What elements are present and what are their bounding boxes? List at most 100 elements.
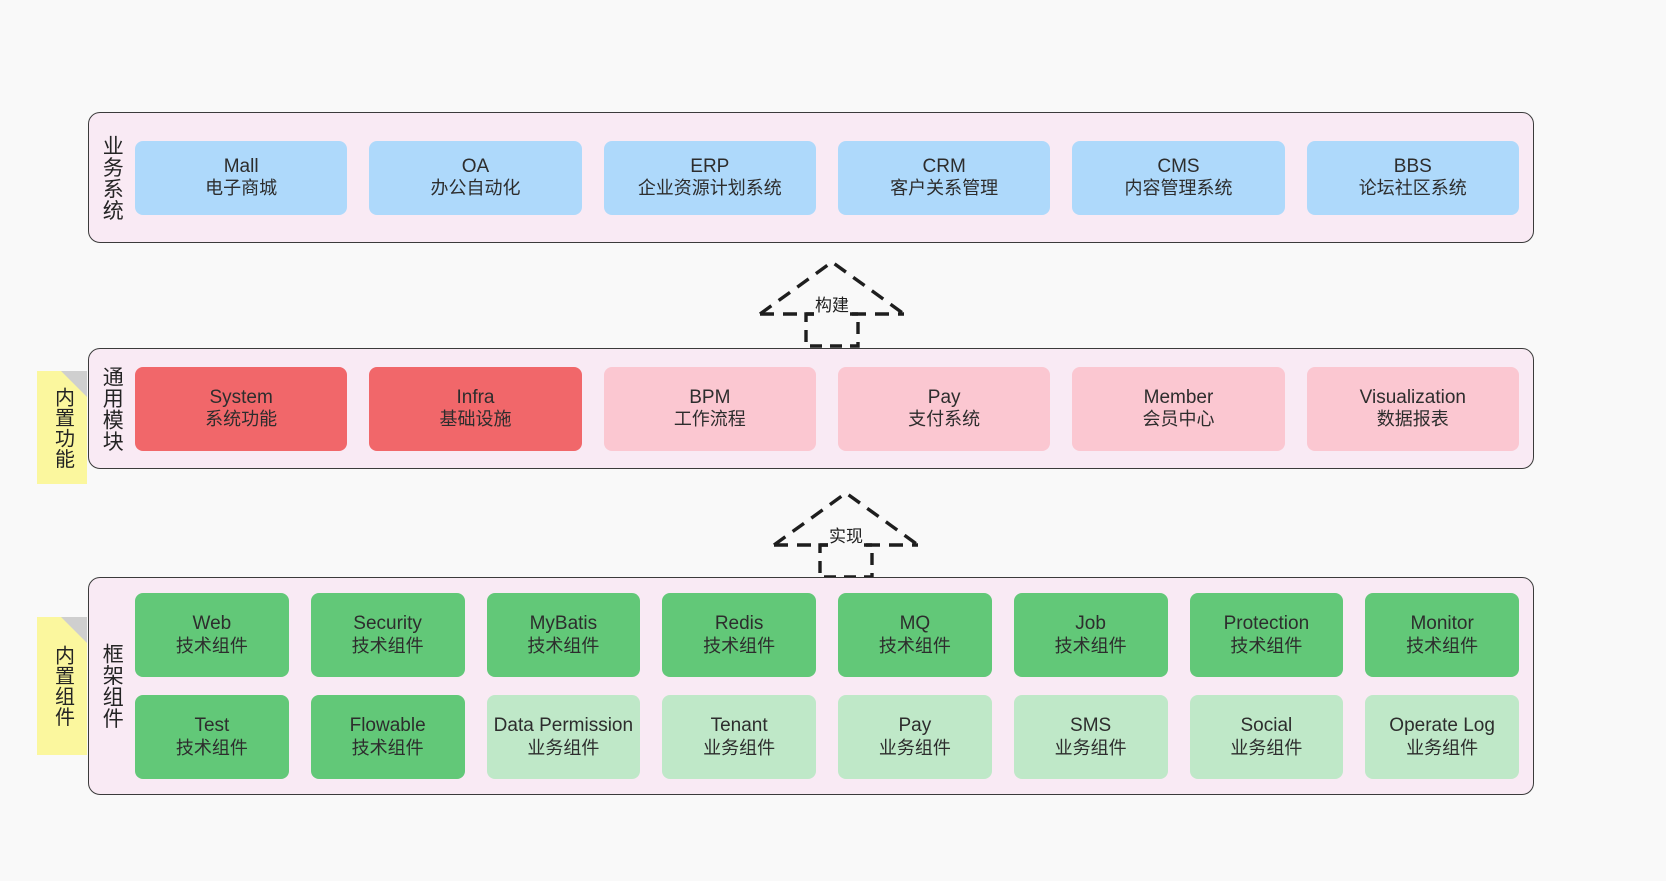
node-infra[interactable]: Infra 基础设施	[369, 366, 582, 451]
layer-body-framework: Web 技术组件 Security 技术组件 MyBatis 技术组件 Redi…	[133, 578, 1533, 794]
node-name: Infra	[456, 386, 495, 408]
node-mq[interactable]: MQ 技术组件	[838, 593, 992, 677]
node-desc: 业务组件	[1054, 737, 1127, 758]
connector-build: 构建	[752, 256, 912, 348]
node-pay-component[interactable]: Pay 业务组件	[838, 695, 992, 779]
node-desc: 系统功能	[205, 409, 278, 430]
node-name: BPM	[689, 386, 731, 408]
node-name: Redis	[714, 613, 764, 635]
connector-implement: 实现	[766, 487, 926, 579]
layer-body-modules: System 系统功能 Infra 基础设施 BPM 工作流程 Pay 支付系统…	[133, 349, 1533, 468]
node-member[interactable]: Member 会员中心	[1072, 366, 1285, 451]
node-desc: 办公自动化	[430, 178, 521, 199]
node-name: BBS	[1393, 155, 1432, 177]
node-desc: 技术组件	[1406, 635, 1479, 656]
node-name: System	[209, 386, 273, 408]
node-redis[interactable]: Redis 技术组件	[662, 593, 816, 677]
node-name: Security	[353, 613, 422, 635]
node-protection[interactable]: Protection 技术组件	[1189, 593, 1344, 677]
node-desc: 技术组件	[351, 635, 424, 656]
node-name: Pay	[898, 715, 932, 737]
node-name: SMS	[1070, 715, 1112, 737]
note-fold-corner-icon	[61, 617, 87, 643]
framework-tech-row: Web 技术组件 Security 技术组件 MyBatis 技术组件 Redi…	[135, 593, 1519, 677]
layer-common-modules: 通用模块 System 系统功能 Infra 基础设施 BPM 工作流程 Pay…	[88, 348, 1534, 469]
node-flowable[interactable]: Flowable 技术组件	[310, 695, 465, 779]
node-crm[interactable]: CRM 客户关系管理	[837, 140, 1051, 215]
layer-body-business: Mall 电子商城 OA 办公自动化 ERP 企业资源计划系统 CRM 客户关系…	[133, 113, 1533, 242]
node-desc: 业务组件	[703, 737, 776, 758]
node-bpm[interactable]: BPM 工作流程	[603, 366, 816, 451]
node-test[interactable]: Test 技术组件	[135, 695, 289, 779]
node-tenant[interactable]: Tenant 业务组件	[662, 695, 816, 779]
node-name: Job	[1075, 613, 1106, 635]
node-desc: 技术组件	[878, 635, 951, 656]
node-desc: 技术组件	[1230, 635, 1303, 656]
framework-business-row: Test 技术组件 Flowable 技术组件 Data Permission …	[135, 695, 1519, 779]
node-system[interactable]: System 系统功能	[135, 366, 348, 451]
business-systems-row: Mall 电子商城 OA 办公自动化 ERP 企业资源计划系统 CRM 客户关系…	[135, 140, 1519, 215]
node-name: Protection	[1223, 613, 1310, 635]
node-desc: 技术组件	[351, 737, 424, 758]
node-visualization[interactable]: Visualization 数据报表	[1306, 366, 1519, 451]
node-desc: 技术组件	[175, 635, 248, 656]
node-name: CMS	[1157, 155, 1200, 177]
note-builtin-features: 内置功能	[37, 371, 87, 484]
node-desc: 电子商城	[205, 178, 278, 199]
node-desc: 技术组件	[527, 635, 600, 656]
layer-title-modules: 通用模块	[100, 365, 124, 452]
node-name: OA	[461, 155, 490, 177]
node-desc: 工作流程	[673, 409, 746, 430]
node-web[interactable]: Web 技术组件	[135, 593, 289, 677]
node-name: MQ	[899, 613, 931, 635]
node-name: Data Permission	[493, 715, 634, 737]
node-sms[interactable]: SMS 业务组件	[1013, 695, 1168, 779]
node-desc: 会员中心	[1142, 409, 1215, 430]
node-name: Pay	[927, 386, 961, 408]
node-desc: 客户关系管理	[890, 178, 999, 199]
node-cms[interactable]: CMS 内容管理系统	[1072, 140, 1285, 215]
node-name: Flowable	[349, 715, 426, 737]
node-social[interactable]: Social 业务组件	[1189, 695, 1344, 779]
node-name: Test	[194, 715, 230, 737]
node-name: CRM	[922, 155, 966, 177]
note-label: 内置组件	[51, 645, 74, 727]
node-data-permission[interactable]: Data Permission 业务组件	[486, 695, 641, 779]
node-bbs[interactable]: BBS 论坛社区系统	[1306, 140, 1519, 215]
node-desc: 论坛社区系统	[1358, 178, 1467, 199]
node-erp[interactable]: ERP 企业资源计划系统	[603, 140, 816, 215]
layer-business-systems: 业务系统 Mall 电子商城 OA 办公自动化 ERP 企业资源计划系统 CRM…	[88, 112, 1534, 243]
node-desc: 业务组件	[1230, 737, 1303, 758]
node-desc: 数据报表	[1376, 409, 1449, 430]
node-mybatis[interactable]: MyBatis 技术组件	[486, 593, 641, 677]
node-name: ERP	[690, 155, 730, 177]
node-pay-module[interactable]: Pay 支付系统	[837, 366, 1051, 451]
node-name: Web	[192, 613, 232, 635]
note-fold-corner-icon	[61, 371, 87, 397]
layer-title-framework: 框架组件	[100, 643, 124, 729]
note-label: 内置功能	[51, 386, 74, 469]
node-desc: 内容管理系统	[1124, 178, 1233, 199]
node-desc: 基础设施	[439, 409, 512, 430]
node-desc: 技术组件	[175, 737, 248, 758]
connector-build-label: 构建	[814, 291, 850, 316]
node-job[interactable]: Job 技术组件	[1013, 593, 1168, 677]
node-desc: 业务组件	[1406, 737, 1479, 758]
node-desc: 技术组件	[703, 635, 776, 656]
node-oa[interactable]: OA 办公自动化	[369, 140, 582, 215]
node-desc: 业务组件	[878, 737, 951, 758]
node-name: Monitor	[1410, 613, 1474, 635]
node-name: Visualization	[1359, 386, 1466, 408]
node-operate-log[interactable]: Operate Log 业务组件	[1365, 695, 1519, 779]
node-desc: 支付系统	[908, 409, 981, 430]
node-name: Mall	[223, 155, 259, 177]
layer-framework-components: 框架组件 Web 技术组件 Security 技术组件 MyBatis 技术组件…	[88, 577, 1534, 795]
node-mall[interactable]: Mall 电子商城	[135, 140, 348, 215]
node-desc: 企业资源计划系统	[637, 178, 782, 199]
node-monitor[interactable]: Monitor 技术组件	[1365, 593, 1519, 677]
node-desc: 业务组件	[527, 737, 600, 758]
node-name: Social	[1240, 715, 1293, 737]
note-builtin-components: 内置组件	[37, 617, 87, 755]
node-security[interactable]: Security 技术组件	[310, 593, 465, 677]
